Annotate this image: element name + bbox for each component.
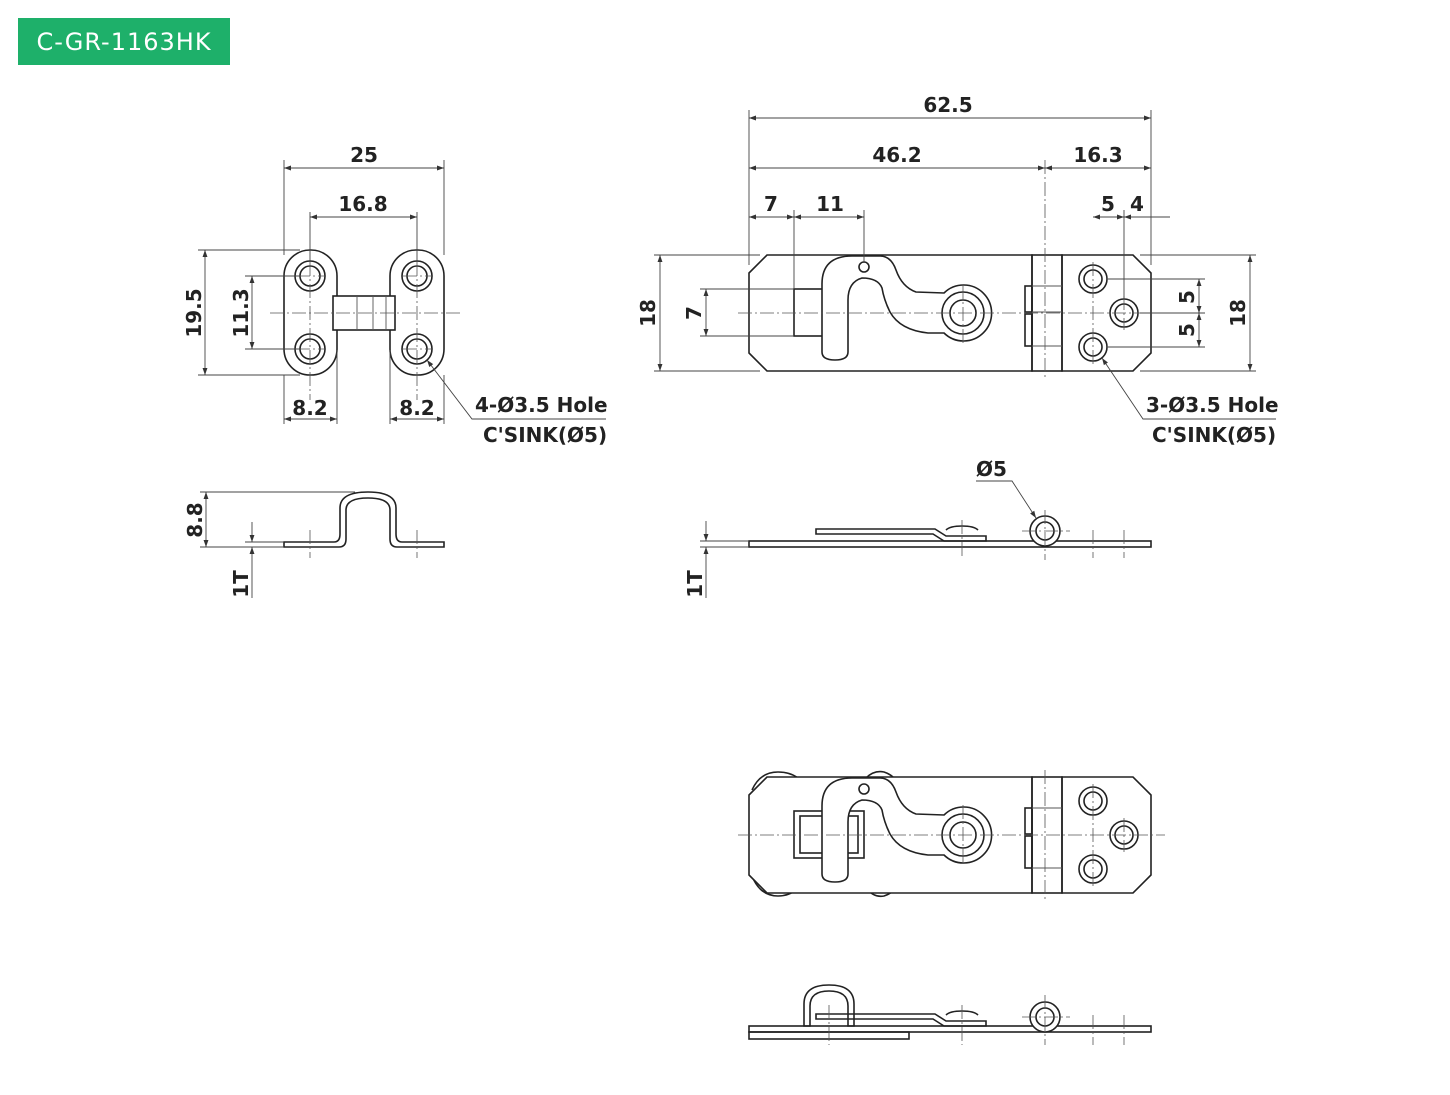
dim-11-3: 11.3: [229, 288, 253, 337]
dim-19-5: 19.5: [182, 288, 206, 337]
dim-5-vertical-lower: 5: [1175, 323, 1199, 337]
dim-62-5: 62.5: [923, 93, 972, 117]
part-number-badge: C-GR-1163HK: [18, 18, 230, 65]
dim-18-right: 18: [1226, 299, 1250, 327]
dim-16-8: 16.8: [338, 192, 387, 216]
dim-1t-right: 1T: [683, 570, 707, 598]
hasp-side-view: [748, 510, 1152, 560]
dim-8-2-left: 8.2: [292, 396, 327, 420]
dim-18-left: 18: [636, 299, 660, 327]
dim-7-horizontal: 7: [764, 192, 778, 216]
dim-11: 11: [816, 192, 844, 216]
dim-d5: Ø5: [976, 457, 1007, 481]
hasp-side-dimensions: Ø5 1T: [683, 457, 1037, 598]
staple-side-view: [283, 491, 445, 558]
dim-5-horizontal: 5: [1101, 192, 1115, 216]
hasp-hole-callout-line2: C'SINK(Ø5): [1152, 423, 1276, 447]
dim-8-2-right: 8.2: [399, 396, 434, 420]
dim-7-vertical: 7: [682, 306, 706, 320]
hasp-top-view: [738, 160, 1165, 380]
hole-callout-line1: 4-Ø3.5 Hole: [475, 393, 608, 417]
dim-4: 4: [1130, 192, 1144, 216]
dim-1t-left: 1T: [229, 570, 253, 598]
staple-side-dimensions: 8.8 1T: [183, 491, 355, 598]
hasp-hole-callout-line1: 3-Ø3.5 Hole: [1146, 393, 1279, 417]
dim-8-8: 8.8: [183, 502, 207, 537]
dim-16-3: 16.3: [1073, 143, 1122, 167]
dim-25: 25: [350, 143, 378, 167]
assembly-side-view: [748, 984, 1152, 1045]
dim-46-2: 46.2: [872, 143, 921, 167]
hasp-dimensions: 62.5 46.2 16.3 7 11 5 4 18 7 5 5: [636, 93, 1279, 447]
staple-dimensions: 25 16.8 19.5 11.3 8.2 8.2 4-Ø3.5 Hole C'…: [182, 143, 608, 447]
assembly-top-view: [738, 770, 1165, 900]
hole-callout-line2: C'SINK(Ø5): [483, 423, 607, 447]
staple-top-view: [270, 249, 460, 400]
dim-5-vertical-upper: 5: [1175, 290, 1199, 304]
